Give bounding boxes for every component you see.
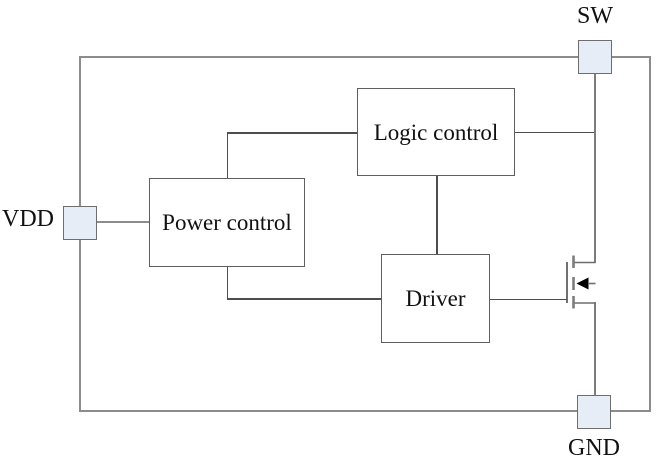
pad-vdd (63, 206, 97, 240)
pad-sw (578, 40, 612, 74)
block-driver-label: Driver (405, 286, 466, 311)
wire-vdd-to-power-control (97, 221, 149, 223)
block-power-control: Power control (149, 178, 305, 267)
mosfet-body-arrow (576, 277, 589, 290)
block-power-control-label: Power control (162, 210, 292, 235)
wire-power-to-driver-horizontal (226, 298, 382, 300)
block-logic-control-label: Logic control (373, 119, 499, 145)
wire-driver-to-gate (490, 298, 567, 300)
nmos-transistor-symbol (566, 255, 596, 309)
pin-label-sw: SW (577, 3, 613, 29)
wire-source-to-gnd (594, 302, 596, 395)
block-driver: Driver (381, 254, 490, 343)
pin-label-gnd: GND (568, 435, 620, 461)
wire-power-to-logic-vertical (226, 132, 228, 178)
pin-label-vdd: VDD (2, 206, 54, 232)
wire-logic-to-drain-node (515, 131, 595, 133)
wire-power-to-driver-vertical (226, 267, 228, 299)
pad-gnd (577, 395, 611, 429)
block-logic-control: Logic control (357, 88, 515, 176)
wire-sw-to-drain (594, 73, 596, 263)
wire-power-to-logic-horizontal (226, 132, 358, 134)
wire-logic-to-driver (436, 176, 438, 254)
